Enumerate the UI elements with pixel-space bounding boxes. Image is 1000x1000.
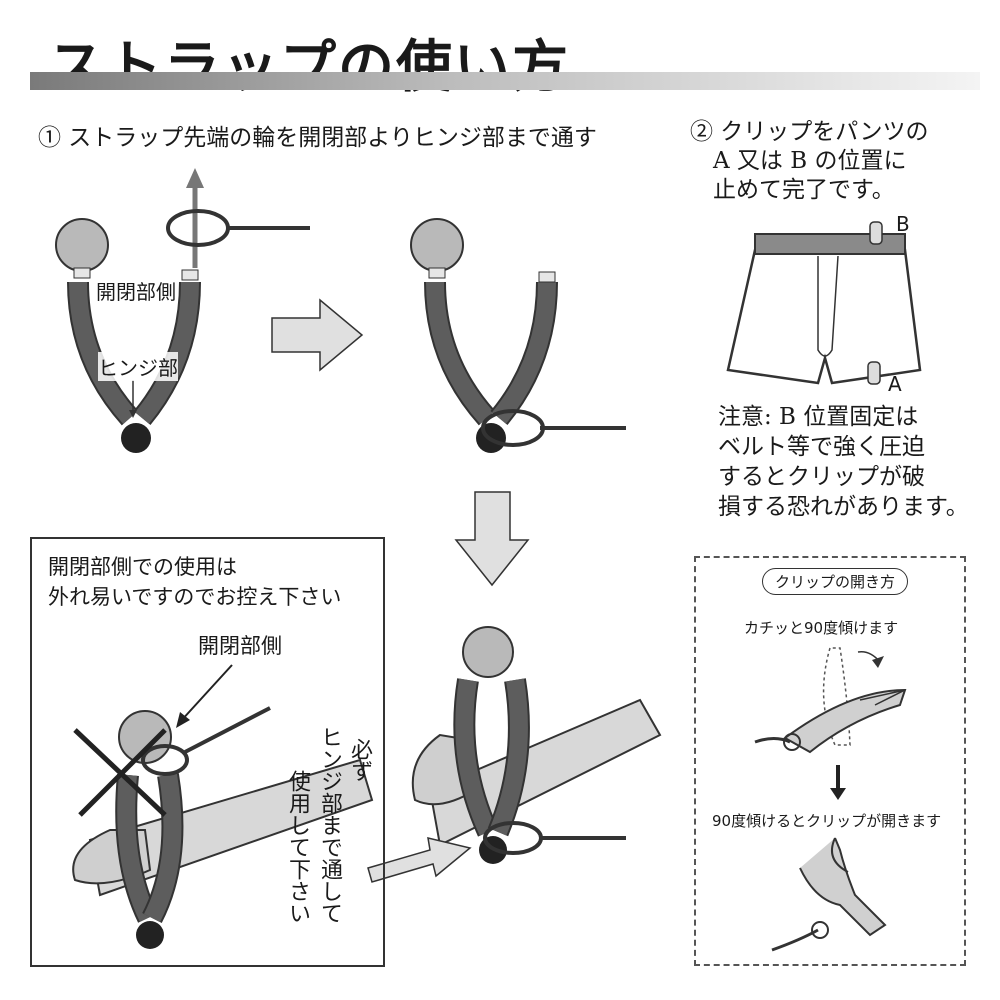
arrow-right (271, 298, 364, 372)
point-b-label: B (896, 212, 910, 236)
warn-open-side-label: 開閉部側 (198, 634, 282, 658)
must-text-col2: ヒンジ部まで通して (317, 726, 342, 924)
clip-tilt-text: カチッと90度傾けます (744, 619, 899, 637)
hinge-label: ヒンジ部 (98, 352, 178, 381)
warning-box (30, 537, 385, 967)
step2-text: ② クリップをパンツの A 又は B の位置に 止めて完了です。 (690, 119, 929, 203)
shorts-drawing (726, 221, 922, 385)
step1-text: ① ストラップ先端の輪を開閉部よりヒンジ部まで通す (38, 125, 597, 151)
strap-figure-2 (410, 218, 626, 453)
clip-opens-text: 90度傾けるとクリップが開きます (712, 812, 942, 830)
open-side-label: 開閉部側 (96, 276, 176, 305)
strap-figure-1 (55, 168, 310, 453)
clip-howto-title: クリップの開き方 (762, 568, 909, 595)
clip-drawings (754, 647, 907, 952)
warning-text: 開閉部側での使用は 外れ易いですのでお控え下さい (48, 555, 342, 609)
must-text-col1: 必ず (347, 738, 372, 782)
arrow-to-hinge (367, 837, 472, 883)
clip-howto-box (694, 556, 966, 966)
must-text-col3: 使用して下さい (285, 770, 310, 924)
strap-figure-3 (411, 626, 662, 864)
wrong-use-figure (72, 664, 374, 949)
point-a-label: A (888, 372, 902, 396)
arrow-down (454, 491, 530, 587)
title-underline (30, 72, 980, 90)
caution-text: 注意: B 位置固定は ベルト等で強く圧迫 するとクリップが破 損する恐れがあり… (718, 404, 969, 520)
